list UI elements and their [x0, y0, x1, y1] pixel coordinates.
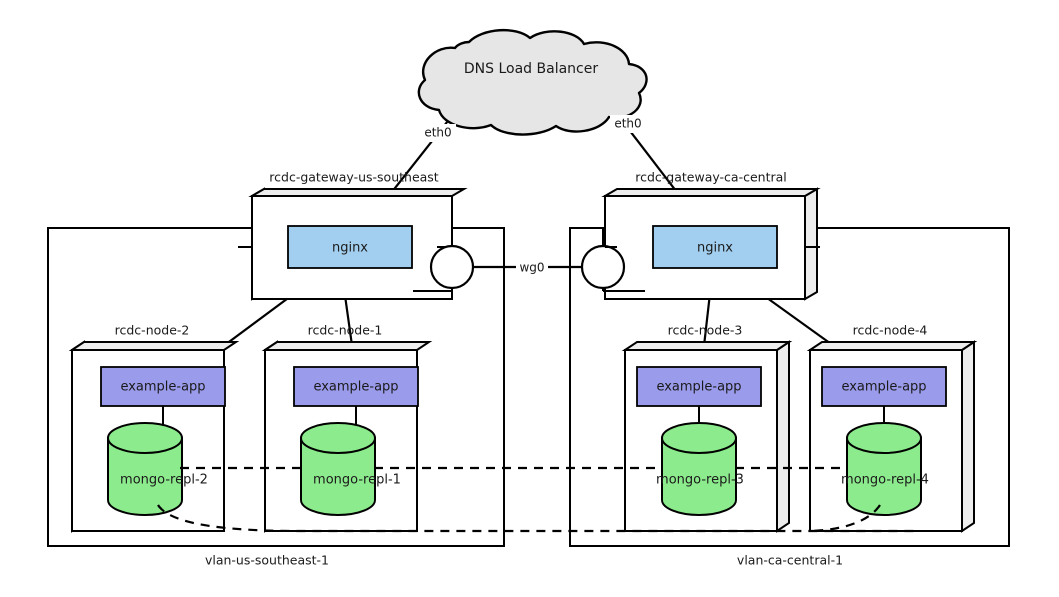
- nginx-label-right: nginx: [697, 241, 733, 256]
- gateway-rcdc-gateway-ca-central[interactable]: nginx rcdc-gateway-ca-central: [601, 170, 821, 301]
- node-4-app-label: example-app: [841, 380, 926, 395]
- node-4-db-top: [846, 422, 922, 454]
- wg0-endpoint-circle-right[interactable]: [580, 244, 626, 290]
- node-1-db-label: mongo-repl-1: [313, 473, 401, 488]
- gateway-right-3d-right-face: [804, 187, 818, 301]
- gateway-left-label: rcdc-gateway-us-southeast: [269, 170, 439, 185]
- wg0-endpoint-circle-left[interactable]: [429, 244, 475, 290]
- node-4-label: rcdc-node-4: [853, 323, 928, 338]
- node-2-db-top: [107, 422, 183, 454]
- wg0-label-backdrop: [516, 258, 548, 276]
- node-1-db-top: [300, 422, 376, 454]
- eth0-labels: eth0 eth0: [420, 115, 646, 142]
- app-example-app-node-1[interactable]: example-app: [293, 366, 419, 407]
- vlan-label-us-southeast: vlan-us-southeast-1: [205, 553, 329, 568]
- database-mongo-repl-2[interactable]: mongo-repl-2: [107, 422, 208, 516]
- database-mongo-repl-1[interactable]: mongo-repl-1: [300, 422, 401, 516]
- dns-load-balancer-cloud: DNS Load Balancer: [417, 28, 648, 136]
- cloud-label: DNS Load Balancer: [464, 61, 598, 77]
- node-3-db-label: mongo-repl-3: [656, 473, 744, 488]
- wg0-label: wg0: [519, 261, 544, 275]
- app-example-app-node-3[interactable]: example-app: [636, 366, 762, 407]
- vlan-label-ca-central: vlan-ca-central-1: [737, 553, 843, 568]
- node-3-3d-top-face: [621, 341, 793, 351]
- gateway-left-3d-top-face: [248, 188, 468, 197]
- node-rcdc-node-4[interactable]: rcdc-node-4 mongo-repl-4 example-app: [806, 323, 978, 533]
- gateway-rcdc-gateway-us-southeast[interactable]: nginx rcdc-gateway-us-southeast: [238, 170, 468, 301]
- node-4-3d-top-face: [806, 341, 978, 351]
- node-rcdc-node-2[interactable]: rcdc-node-2 mongo-repl-2 example-app: [68, 323, 240, 533]
- nginx-box-right[interactable]: [652, 225, 778, 269]
- node-1-3d-top-face: [261, 341, 433, 351]
- node-2-app-label: example-app: [120, 380, 205, 395]
- node-4-db-body: [846, 437, 922, 516]
- node-2-db-label: mongo-repl-2: [120, 473, 208, 488]
- database-mongo-repl-4[interactable]: mongo-repl-4: [841, 422, 929, 516]
- app-example-app-node-4[interactable]: example-app: [821, 366, 947, 407]
- eth0-label-left: eth0: [424, 126, 451, 140]
- node-4-3d-right-face: [961, 340, 975, 533]
- eth0-right-backdrop: [610, 115, 646, 133]
- node-4-app-box: [821, 366, 947, 407]
- repl-link-node4-lower-curve: [809, 504, 881, 533]
- nginx-label-left: nginx: [332, 241, 368, 256]
- node-2-label: rcdc-node-2: [115, 323, 190, 338]
- mongo-replication-links: [157, 466, 920, 533]
- node-3-app-box: [636, 366, 762, 407]
- app-example-app-node-2[interactable]: example-app: [100, 366, 226, 407]
- node-rcdc-node-1[interactable]: rcdc-node-1 mongo-repl-1 example-app: [261, 323, 433, 533]
- gateway-right-label: rcdc-gateway-ca-central: [635, 170, 787, 185]
- node-1-db-body: [300, 437, 376, 516]
- node-2-app-box: [100, 366, 226, 407]
- node-1-label: rcdc-node-1: [308, 323, 383, 338]
- node-3-app-label: example-app: [656, 380, 741, 395]
- eth0-left-backdrop: [420, 124, 456, 142]
- repl-link-lower-span: [157, 504, 920, 533]
- nginx-box-left[interactable]: [287, 225, 413, 269]
- node-2-db-body: [107, 437, 183, 516]
- database-mongo-repl-3[interactable]: mongo-repl-3: [656, 422, 744, 516]
- node-4-db-label: mongo-repl-4: [841, 473, 929, 488]
- eth0-label-right: eth0: [614, 117, 641, 131]
- node-rcdc-node-3[interactable]: rcdc-node-3 mongo-repl-3 example-app: [621, 323, 793, 533]
- gateway-right-3d-top-face: [601, 188, 821, 197]
- node-1-app-label: example-app: [313, 380, 398, 395]
- node-3-3d-right-face: [776, 340, 790, 533]
- wg0-tunnel: wg0: [413, 228, 645, 292]
- node-3-label: rcdc-node-3: [668, 323, 743, 338]
- node-3-db-top: [661, 422, 737, 454]
- node-3-db-body: [661, 437, 737, 516]
- node-1-app-box: [293, 366, 419, 407]
- node-2-3d-top-face: [68, 341, 240, 351]
